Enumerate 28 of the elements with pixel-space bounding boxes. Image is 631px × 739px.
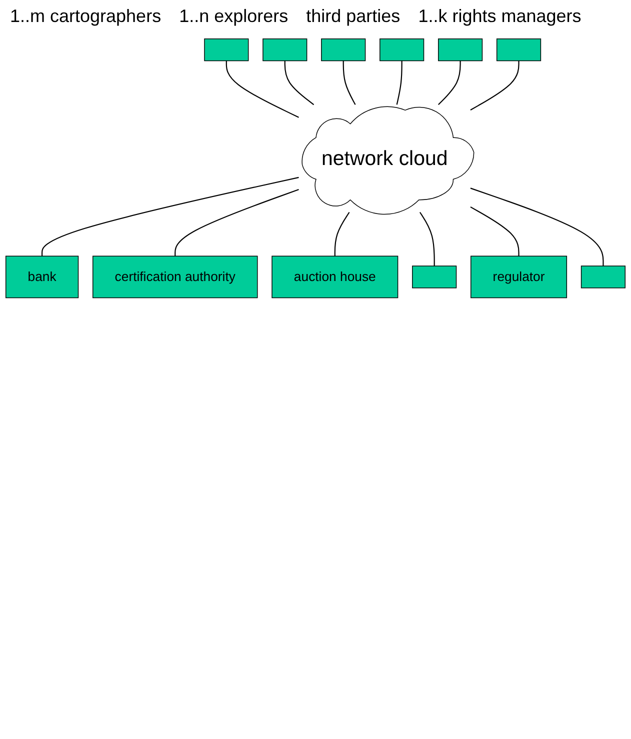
node-box bbox=[438, 38, 483, 62]
connector bbox=[226, 60, 299, 118]
connector bbox=[438, 60, 461, 106]
node-box bbox=[412, 266, 457, 288]
node-box bbox=[204, 38, 249, 62]
connector bbox=[470, 60, 520, 110]
connector bbox=[470, 206, 520, 256]
connector bbox=[174, 188, 299, 256]
node-box: auction house bbox=[272, 256, 398, 298]
node-box: certification authority bbox=[92, 256, 258, 298]
node-box bbox=[380, 38, 424, 62]
group-label: third parties bbox=[306, 6, 400, 27]
connector bbox=[396, 60, 402, 105]
node-box: bank bbox=[6, 256, 79, 298]
node-box bbox=[580, 266, 626, 288]
connector bbox=[419, 212, 435, 266]
node-box bbox=[496, 38, 542, 62]
node-box bbox=[262, 38, 308, 62]
node-box: regulator bbox=[470, 256, 568, 298]
group-label: 1..k rights managers bbox=[418, 6, 582, 27]
group-label: 1..n explorers bbox=[179, 6, 288, 27]
connector bbox=[334, 212, 350, 256]
connector bbox=[342, 60, 356, 105]
connector bbox=[284, 60, 314, 106]
group-label: 1..m cartographers bbox=[10, 6, 162, 27]
connector bbox=[42, 176, 299, 256]
node-box bbox=[321, 38, 366, 62]
connector bbox=[470, 188, 604, 266]
